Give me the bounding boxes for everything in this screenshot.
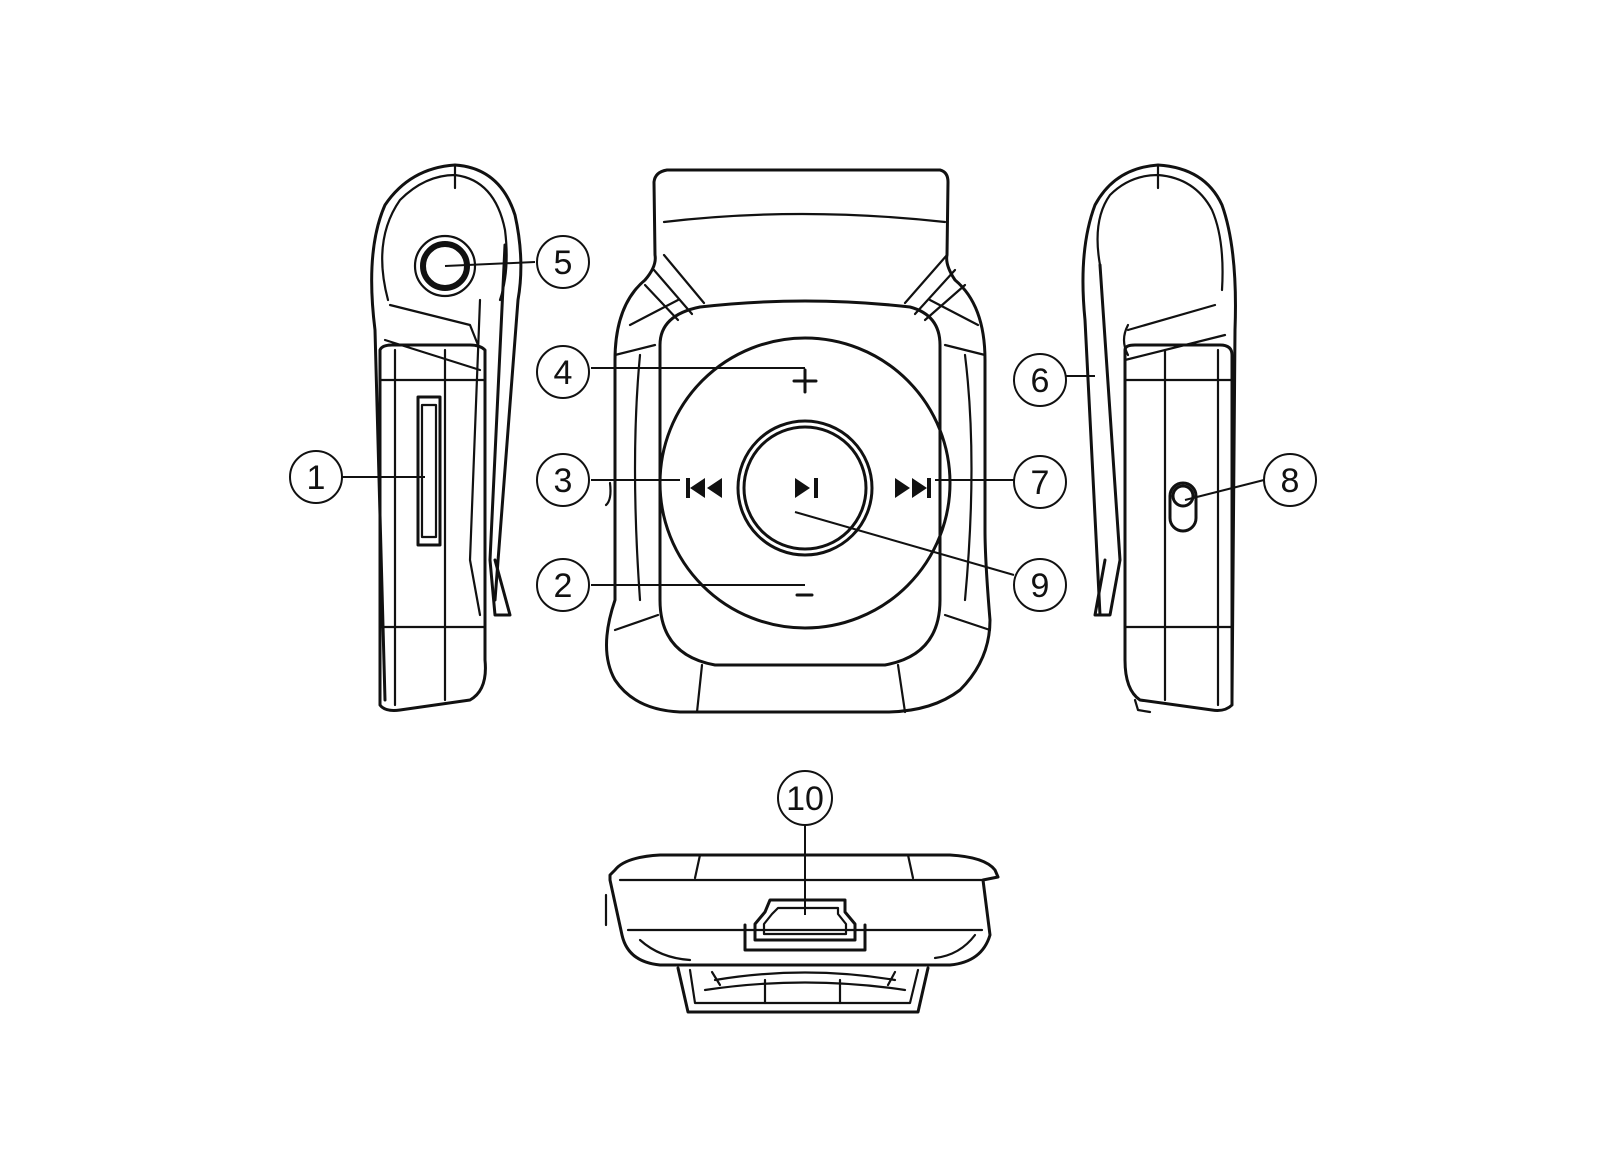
left-side-view [372,165,521,710]
right-side-view [1083,165,1236,712]
callout-label: 8 [1281,462,1300,500]
plus-icon [794,370,816,392]
callout-9: 9 [1014,559,1066,611]
next-track-icon [895,478,931,498]
callout-5: 5 [537,236,589,288]
callout-7: 7 [1014,456,1066,508]
callout-label: 7 [1031,464,1050,502]
callout-8: 8 [1264,454,1316,506]
power-switch [1170,483,1196,531]
callout-label: 10 [786,780,824,818]
callout-1: 1 [290,451,342,503]
callout-label: 4 [554,354,573,392]
callout-6: 6 [1014,354,1066,406]
callout-2: 2 [537,559,589,611]
previous-track-icon [686,478,722,498]
callout-label: 6 [1031,362,1050,400]
callout-label: 2 [554,567,573,605]
callout-label: 9 [1031,567,1050,605]
callout-label: 1 [307,459,326,497]
callout-label: 3 [554,462,573,500]
callout-10: 10 [778,771,832,825]
callout-3: 3 [537,454,589,506]
callout-label: 5 [554,244,573,282]
callout-4: 4 [537,346,589,398]
front-view [606,170,990,712]
play-pause-icon [795,478,818,498]
bottom-view [606,855,998,1012]
